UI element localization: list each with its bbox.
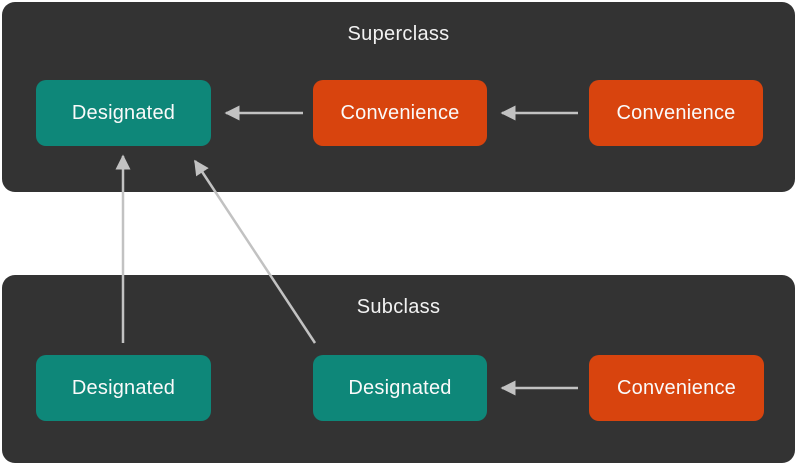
superclass-convenience-node-1: Convenience (313, 80, 487, 146)
superclass-designated-node: Designated (36, 80, 211, 146)
subclass-designated-node-1: Designated (36, 355, 211, 421)
subclass-designated-node-2: Designated (313, 355, 487, 421)
subclass-title: Subclass (356, 296, 441, 318)
subclass-convenience-node: Convenience (589, 355, 764, 421)
superclass-title: Superclass (347, 23, 450, 45)
superclass-convenience-node-2: Convenience (589, 80, 763, 146)
